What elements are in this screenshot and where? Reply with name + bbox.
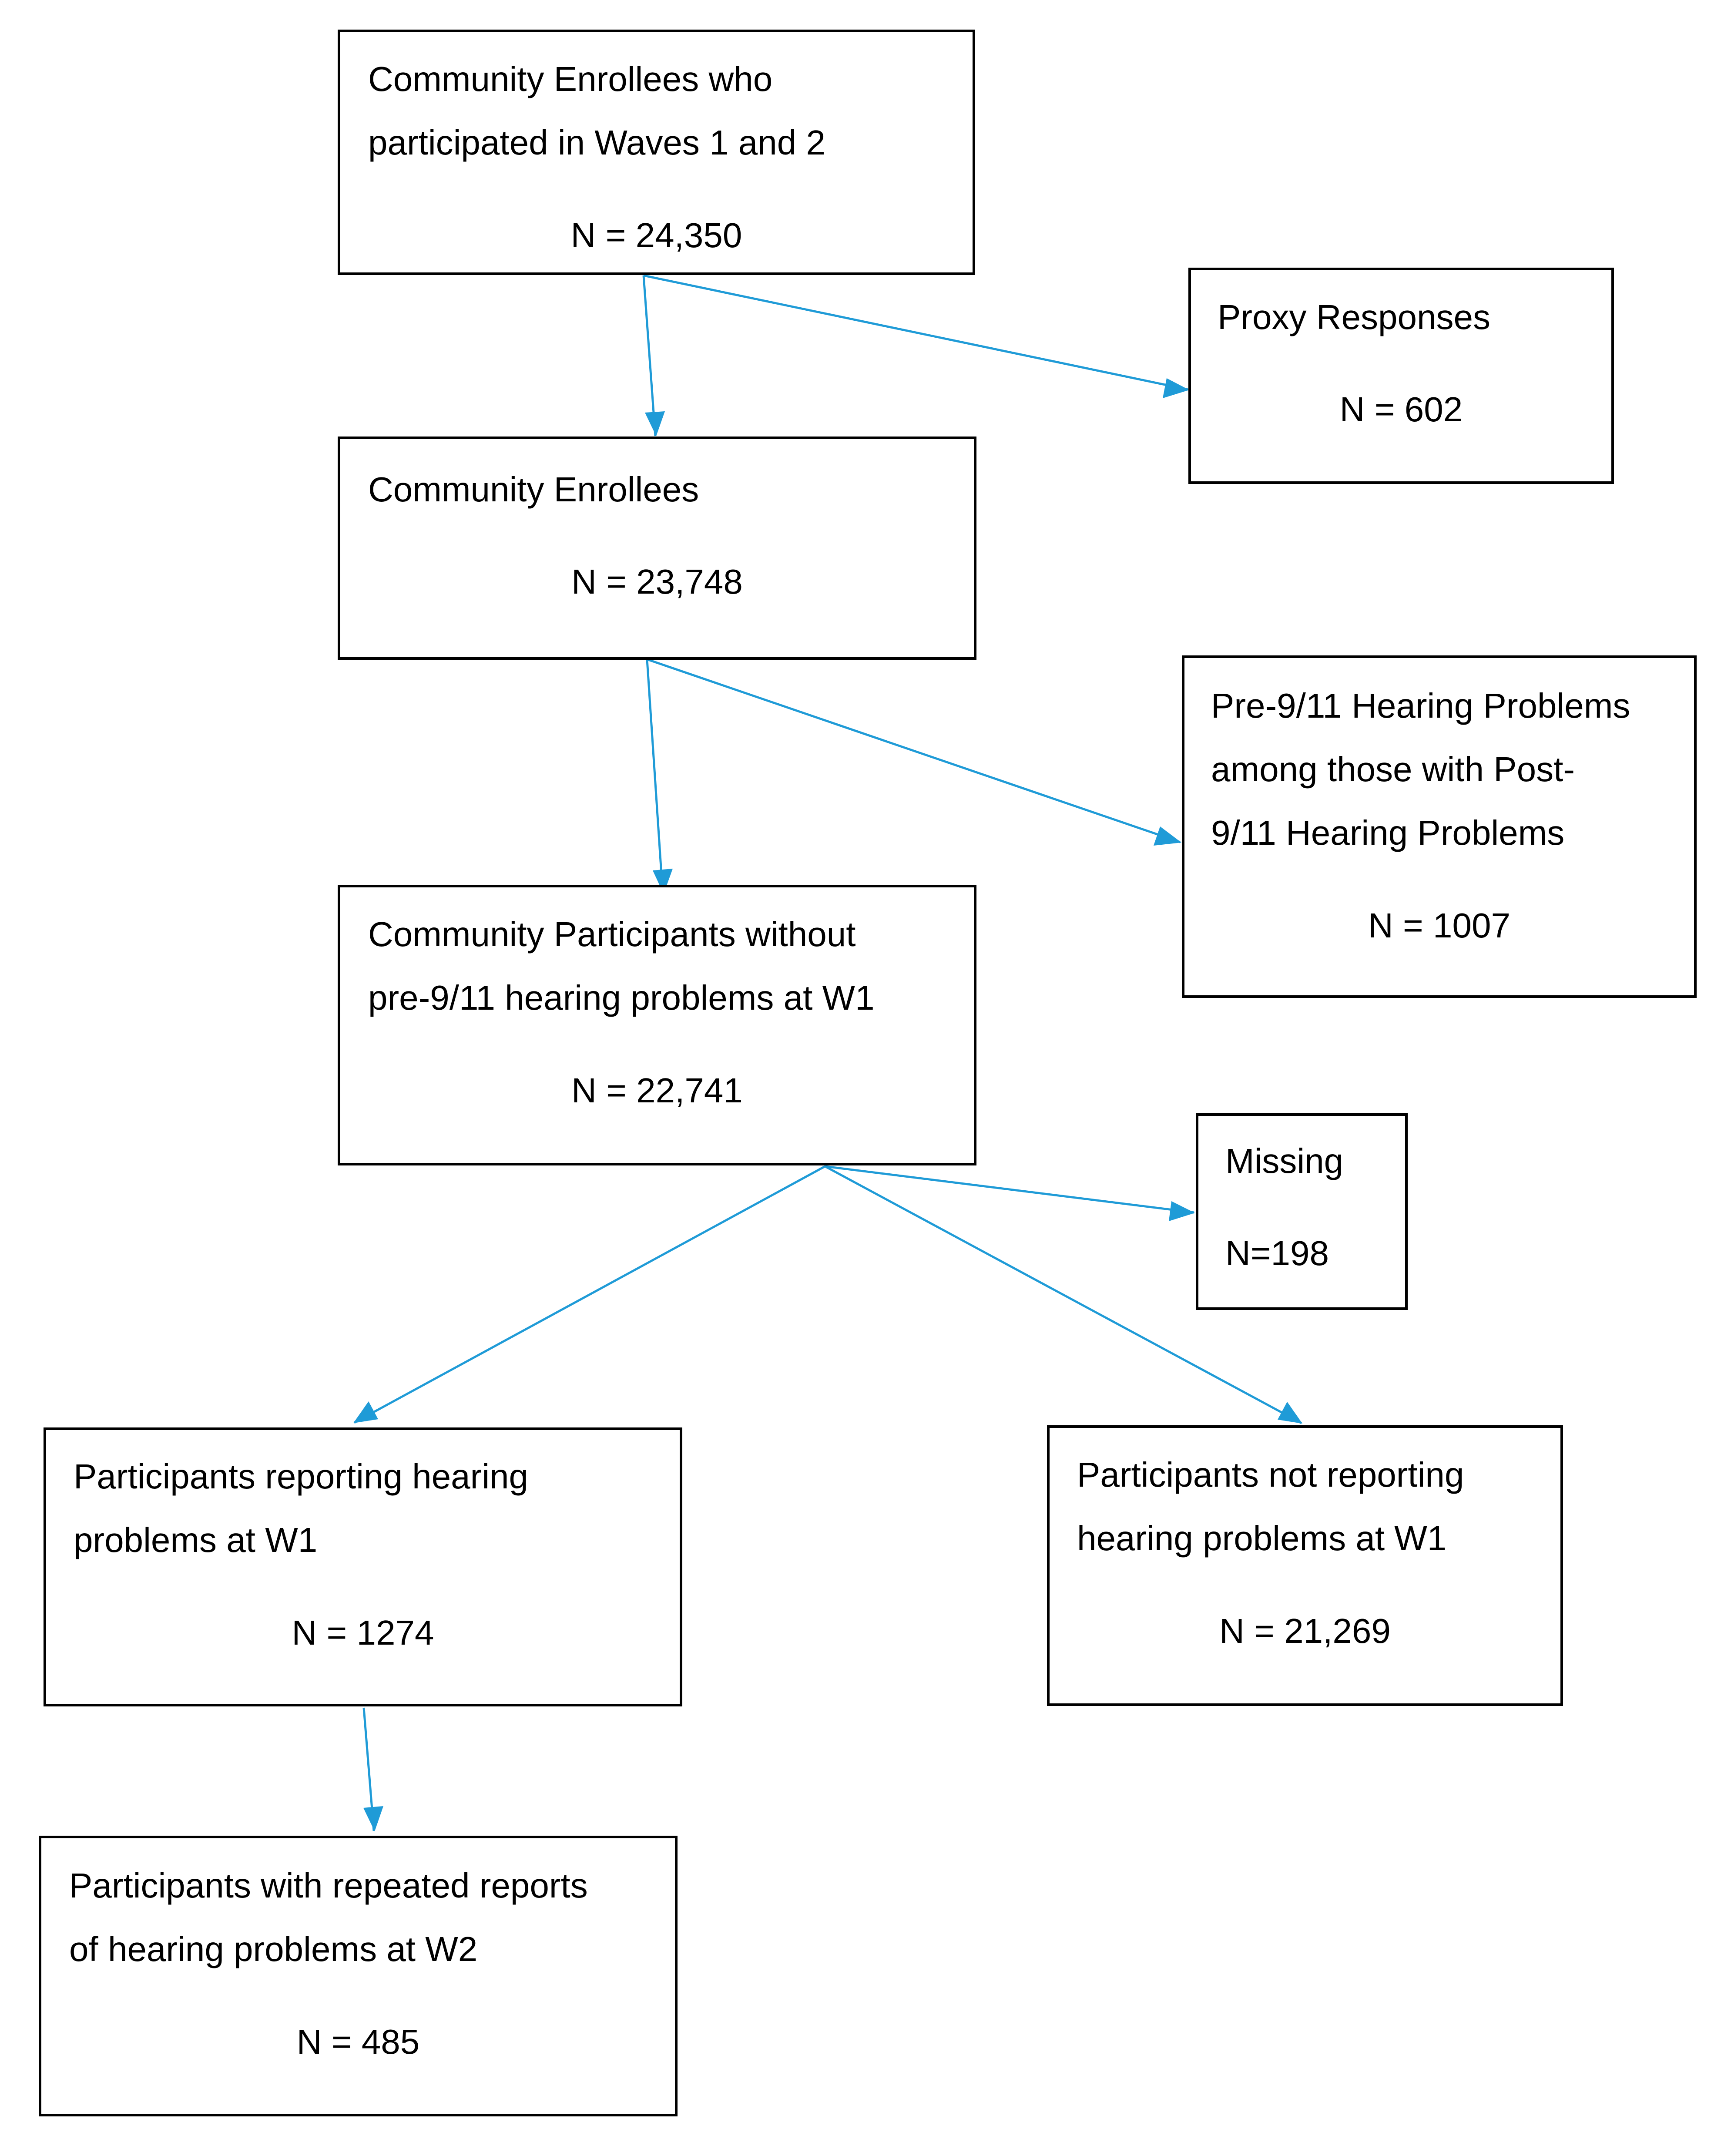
box-count: N = 22,741 <box>571 1071 743 1110</box>
box-count: N = 21,269 <box>1219 1612 1391 1650</box>
box-text-line: Community Enrollees <box>368 470 699 509</box>
arrow-b5-to-b8-head <box>1278 1402 1302 1424</box>
flow-box-community-enrollees: Community Enrollees N = 23,748 <box>338 437 976 660</box>
flow-box-not-reporting-hearing-problems-w1: Participants not reporting hearing probl… <box>1047 1425 1563 1706</box>
flow-box-repeated-reports-w2: Participants with repeated reports of he… <box>39 1836 678 2116</box>
box-count: N = 485 <box>296 2022 420 2061</box>
box-text-line: Community Participants without <box>368 915 856 954</box>
arrow-b7-to-b9-head <box>363 1806 383 1831</box>
arrow-b5-to-b6-head <box>1169 1201 1195 1221</box>
arrow-b3-to-b5-head <box>653 869 673 894</box>
box-text-line: Community Enrollees who <box>368 60 773 98</box>
box-text-line: 9/11 Hearing Problems <box>1211 813 1565 852</box>
box-text-line: Participants not reporting <box>1077 1455 1464 1494</box>
flow-box-community-enrollees-waves-1-2: Community Enrollees who participated in … <box>338 30 975 275</box>
box-text-line: problems at W1 <box>74 1521 318 1559</box>
box-count: N = 1007 <box>1368 906 1510 945</box>
box-count: N = 23,748 <box>571 562 743 601</box>
flow-box-pre-911-hearing-problems: Pre-9/11 Hearing Problems among those wi… <box>1182 655 1697 998</box>
arrow-b5-to-b8 <box>824 1165 1302 1424</box>
arrow-b5-to-b7 <box>353 1165 826 1424</box>
flow-box-participants-without-pre-911: Community Participants without pre-9/11 … <box>338 885 976 1165</box>
box-text-line: Proxy Responses <box>1218 298 1490 336</box>
box-count: N=198 <box>1225 1234 1329 1273</box>
flow-box-reporting-hearing-problems-w1: Participants reporting hearing problems … <box>44 1427 682 1706</box>
flow-box-proxy-responses: Proxy Responses N = 602 <box>1188 268 1614 484</box>
box-text-line: pre-9/11 hearing problems at W1 <box>368 978 875 1017</box>
box-count: N = 1274 <box>292 1613 434 1652</box>
box-text-line: Participants with repeated reports <box>69 1866 588 1905</box>
arrow-b1-to-b2-head <box>1163 378 1189 398</box>
box-text-line: of hearing problems at W2 <box>69 1930 478 1968</box>
arrow-b3-to-b4 <box>647 658 1181 843</box>
arrow-b3-to-b5 <box>646 659 664 894</box>
box-count: N = 24,350 <box>570 216 742 255</box>
flow-box-missing: Missing N=198 <box>1196 1113 1408 1310</box>
box-text-line: Pre-9/11 Hearing Problems <box>1211 686 1630 725</box>
arrow-b5-to-b7-head <box>353 1401 378 1423</box>
arrow-b5-to-b6 <box>825 1165 1194 1214</box>
box-text-line: among those with Post- <box>1211 750 1575 789</box>
arrow-b1-to-b3 <box>642 275 657 437</box>
arrow-b1-to-b3-head <box>645 411 665 436</box>
arrow-b3-to-b4-head <box>1154 826 1181 846</box>
box-text-line: participated in Waves 1 and 2 <box>368 123 825 162</box>
box-text-line: Missing <box>1225 1142 1344 1180</box>
box-text-line: Participants reporting hearing <box>74 1457 529 1496</box>
box-text-line: hearing problems at W1 <box>1077 1519 1447 1558</box>
box-count: N = 602 <box>1339 390 1463 429</box>
arrow-b1-to-b2 <box>643 274 1188 391</box>
